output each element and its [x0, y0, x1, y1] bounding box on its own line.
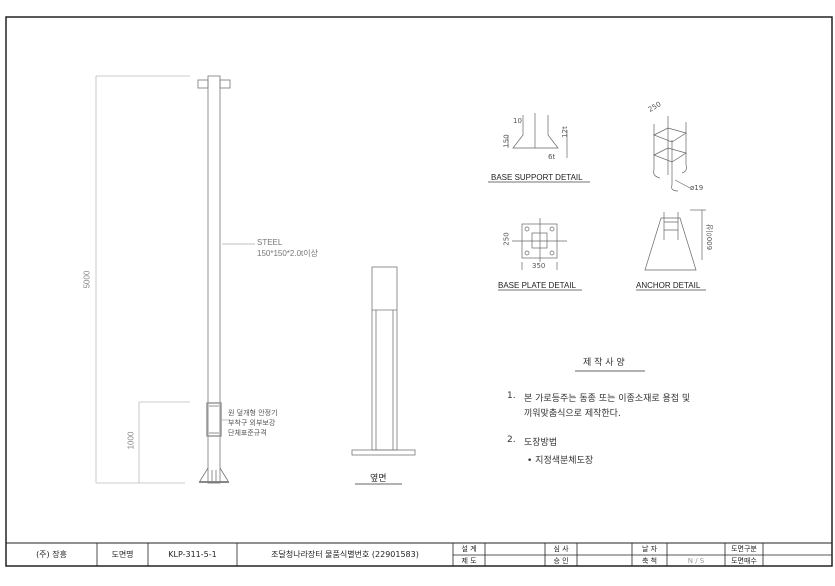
- base-support-detail: [488, 113, 590, 183]
- drawing-name-label: 도면명: [111, 550, 134, 559]
- spec-item2-title: 도장방법: [524, 438, 558, 448]
- date-label: 날 자: [641, 545, 658, 553]
- steel-spec: 150*150*2.0t이상: [257, 249, 318, 258]
- dim-phi19: ø19: [690, 184, 704, 192]
- door-note-3: 단체표준규격: [228, 429, 267, 437]
- anchor-iso-drawing: [653, 116, 691, 192]
- dim-12t: 12t: [560, 126, 569, 138]
- title-block-grid: [96, 543, 832, 566]
- dim-10: 10: [513, 117, 522, 125]
- sheets-label: 도면매수: [731, 556, 757, 565]
- dim-6t: 6t: [548, 153, 556, 161]
- dim-150: 150: [502, 134, 511, 148]
- review-label: 심 사: [553, 545, 569, 553]
- dimension-total-height: 5000: [82, 270, 92, 289]
- side-view: [351, 266, 416, 485]
- scale-value: N / S: [687, 556, 705, 565]
- base-plate-title: BASE PLATE DETAIL: [498, 281, 576, 290]
- design-label: 설 계: [461, 545, 477, 553]
- spec-item2-num: 2.: [507, 435, 516, 445]
- spec-item1-num: 1.: [507, 391, 516, 401]
- drawing-title: 조달청나라장터 물품식별번호 (22901583): [271, 550, 419, 559]
- category-label: 도면구분: [731, 545, 757, 553]
- anchor-detail-title: ANCHOR DETAIL: [636, 281, 701, 290]
- spec-title: 제 작 사 양: [583, 358, 625, 368]
- spec-item1-line1: 본 가로등주는 동종 또는 이종소재로 용접 및: [524, 394, 691, 404]
- steel-label: STEEL: [257, 238, 283, 247]
- dimension-door-height: 1000: [126, 431, 136, 450]
- door-note-1: 원 덮개형 안정기: [228, 409, 278, 417]
- anchor-detail-drawing: [636, 209, 706, 291]
- base-support-title: BASE SUPPORT DETAIL: [491, 173, 583, 182]
- approve-label: 승 인: [553, 556, 569, 565]
- side-view-label: 옆면: [370, 474, 387, 484]
- drawing-frame: [5, 16, 833, 567]
- spec-item2-bullet: • 지정색분체도장: [527, 456, 594, 466]
- spec-item1-line2: 끼워맞춤식으로 제작한다.: [524, 409, 621, 419]
- pole-elevation: [95, 75, 255, 484]
- dim-350-plate: 350: [532, 262, 546, 270]
- door-note-2: 부착구 외부보강: [228, 419, 276, 427]
- company-name: (주) 장흥: [36, 550, 67, 559]
- dim-600: 600이상: [706, 223, 715, 251]
- scale-label: 축 척: [641, 556, 658, 565]
- draft-label: 제 도: [461, 556, 477, 565]
- drawing-code: KLP-311-5-1: [168, 550, 217, 559]
- base-plate-drawing: [498, 218, 582, 291]
- dim-250-plate: 250: [502, 232, 511, 246]
